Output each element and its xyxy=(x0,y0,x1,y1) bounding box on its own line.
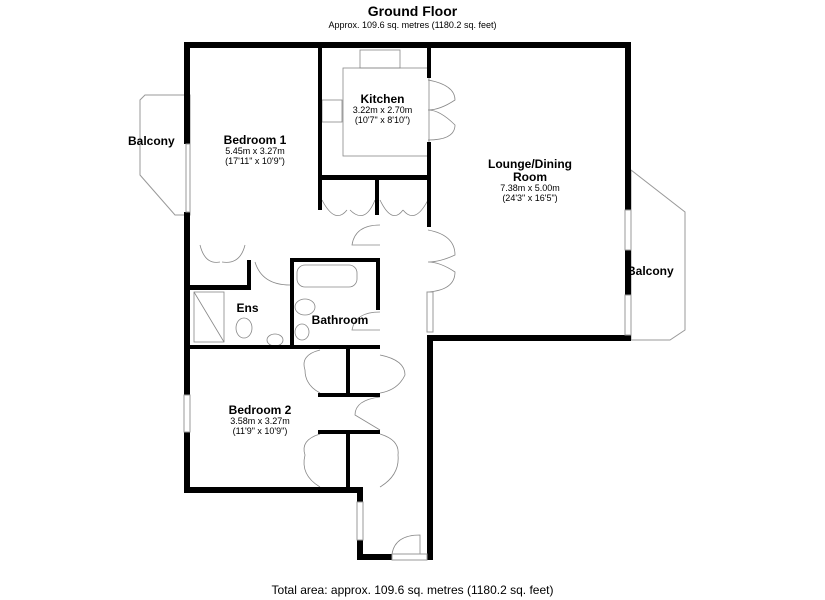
windows xyxy=(183,143,632,561)
total-area: Total area: approx. 109.6 sq. metres (11… xyxy=(271,583,554,597)
room-name: Ens xyxy=(236,301,259,315)
room-name: Lounge/Dining Room xyxy=(488,157,572,185)
floor-area-subtitle: Approx. 109.6 sq. metres (1180.2 sq. fee… xyxy=(328,20,497,30)
floor-title: Ground Floor xyxy=(367,3,458,19)
room-size-metric: 7.38m x 5.00m xyxy=(500,183,560,194)
balcony-right-outline xyxy=(630,168,686,341)
room-name: Bedroom 2 xyxy=(228,403,292,417)
room-lounge-dining: Lounge/Dining Room 7.38m x 5.00m (24'3" … xyxy=(480,157,580,204)
room-name: Kitchen xyxy=(360,92,405,106)
room-size-imperial: (24'3" x 16'5") xyxy=(502,193,558,204)
room-bathroom: Bathroom xyxy=(305,313,375,327)
room-size-metric: 5.45m x 3.27m xyxy=(225,146,285,157)
balcony-left-outline xyxy=(139,94,191,216)
room-size-imperial: (17'11" x 10'9") xyxy=(225,156,285,167)
room-size-metric: 3.22m x 2.70m xyxy=(352,105,413,116)
room-size-imperial: (11'9" x 10'9") xyxy=(232,426,288,437)
room-kitchen: Kitchen 3.22m x 2.70m (10'7" x 8'10") xyxy=(340,92,425,126)
room-size-imperial: (10'7" x 8'10") xyxy=(354,115,411,126)
room-size-metric: 3.58m x 3.27m xyxy=(230,416,290,427)
walls xyxy=(184,42,631,560)
room-bedroom-2: Bedroom 2 3.58m x 3.27m (11'9" x 10'9") xyxy=(215,403,305,437)
room-name: Bathroom xyxy=(311,313,369,327)
room-ensuite: Ens xyxy=(225,301,270,315)
room-name: Bedroom 1 xyxy=(223,133,287,147)
room-bedroom-1: Bedroom 1 5.45m x 3.27m (17'11" x 10'9") xyxy=(205,133,305,167)
balcony-left-label: Balcony xyxy=(128,134,175,148)
fixtures xyxy=(193,49,456,558)
balcony-right-label: Balcony xyxy=(627,264,674,278)
